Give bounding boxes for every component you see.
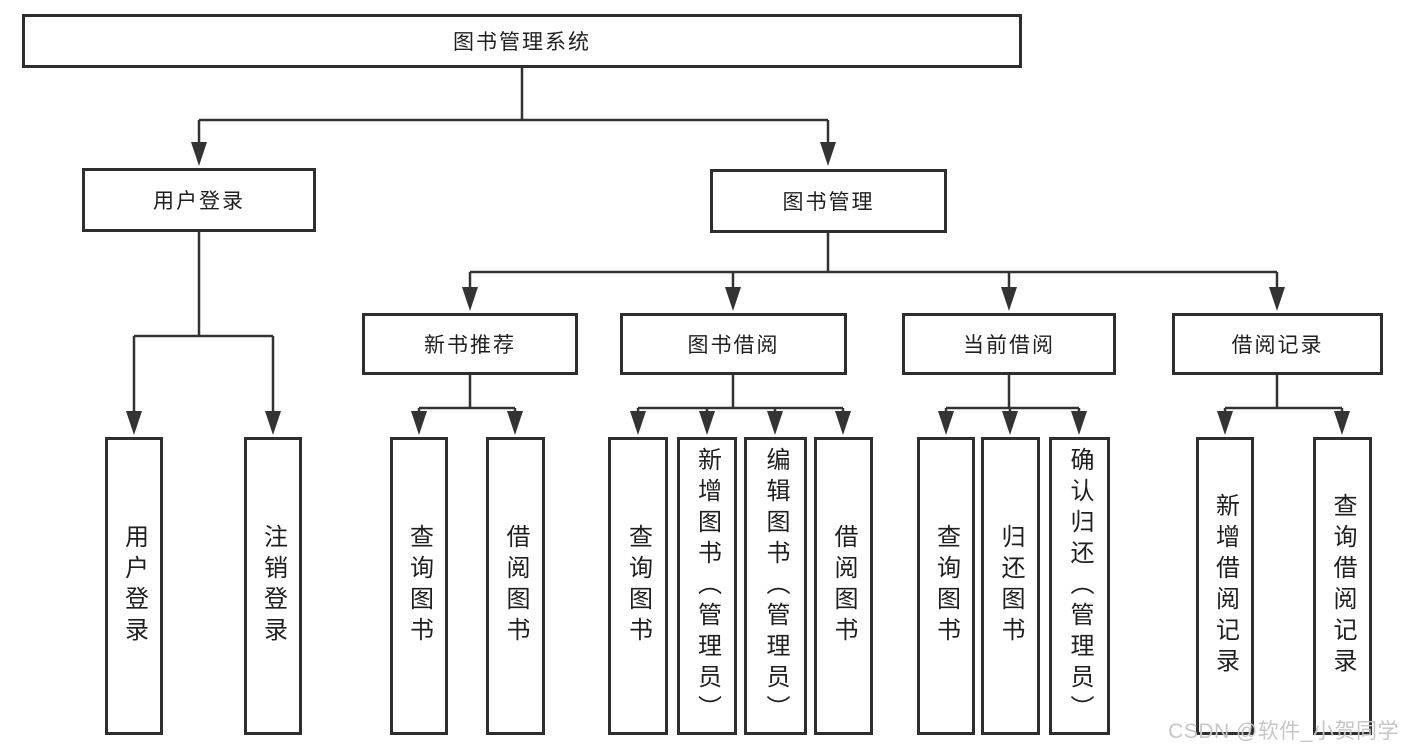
arrowhead-icon: [507, 411, 523, 435]
arrowhead-icon: [191, 142, 207, 166]
arrowhead-icon: [1071, 411, 1087, 435]
arrowhead-icon: [820, 142, 836, 166]
arrowhead-icon: [1217, 411, 1233, 435]
leaf-query-books-borrow: 查询图书: [608, 437, 668, 735]
leaf-borrow-books-recommend: 借阅图书: [486, 437, 545, 735]
node-user-login: 用户登录: [82, 168, 316, 232]
arrowhead-icon: [835, 411, 851, 435]
leaf-confirm-return-admin: 确认归还（管理员）: [1049, 437, 1110, 735]
node-book-management: 图书管理: [710, 169, 947, 233]
arrowhead-icon: [630, 411, 646, 435]
arrowhead-icon: [1334, 411, 1350, 435]
leaf-query-borrow-record: 查询借阅记录: [1313, 437, 1372, 735]
arrowhead-icon: [938, 411, 954, 435]
leaf-edit-books-admin: 编辑图书（管理员）: [744, 437, 807, 735]
arrowhead-icon: [126, 411, 142, 435]
leaf-add-books-admin: 新增图书（管理员）: [677, 437, 737, 735]
leaf-borrow-books: 借阅图书: [814, 437, 873, 735]
connector-newbooks-to-leaves: [411, 375, 523, 435]
arrowhead-icon: [265, 411, 281, 435]
connector-records-to-leaves: [1217, 375, 1350, 435]
arrowhead-icon: [699, 411, 715, 435]
arrowhead-icon: [767, 411, 783, 435]
arrowhead-icon: [1269, 287, 1285, 311]
arrowhead-icon: [411, 411, 427, 435]
node-new-book-recommend: 新书推荐: [362, 313, 578, 375]
leaf-return-books: 归还图书: [981, 437, 1040, 735]
arrowhead-icon: [462, 287, 478, 311]
connector-login-to-leaves: [126, 232, 281, 435]
node-root-system: 图书管理系统: [22, 14, 1022, 68]
leaf-query-books-current: 查询图书: [917, 437, 975, 735]
leaf-query-books-recommend: 查询图书: [390, 437, 448, 735]
node-book-borrow: 图书借阅: [620, 313, 847, 375]
connector-bookmgmt-to-level2: [462, 233, 1285, 311]
leaf-user-login: 用户登录: [105, 437, 163, 735]
connector-borrow-to-leaves: [630, 375, 851, 435]
csdn-watermark: CSDN @软件_小贺同学: [1168, 720, 1399, 743]
arrowhead-icon: [1002, 411, 1018, 435]
node-borrow-records: 借阅记录: [1172, 313, 1383, 375]
leaf-logout: 注销登录: [244, 437, 302, 735]
node-current-borrow: 当前借阅: [902, 313, 1116, 375]
connector-current-to-leaves: [938, 375, 1087, 435]
arrowhead-icon: [1001, 287, 1017, 311]
connector-root-to-level1: [191, 68, 836, 166]
arrowhead-icon: [725, 287, 741, 311]
leaf-add-borrow-record: 新增借阅记录: [1196, 437, 1254, 735]
